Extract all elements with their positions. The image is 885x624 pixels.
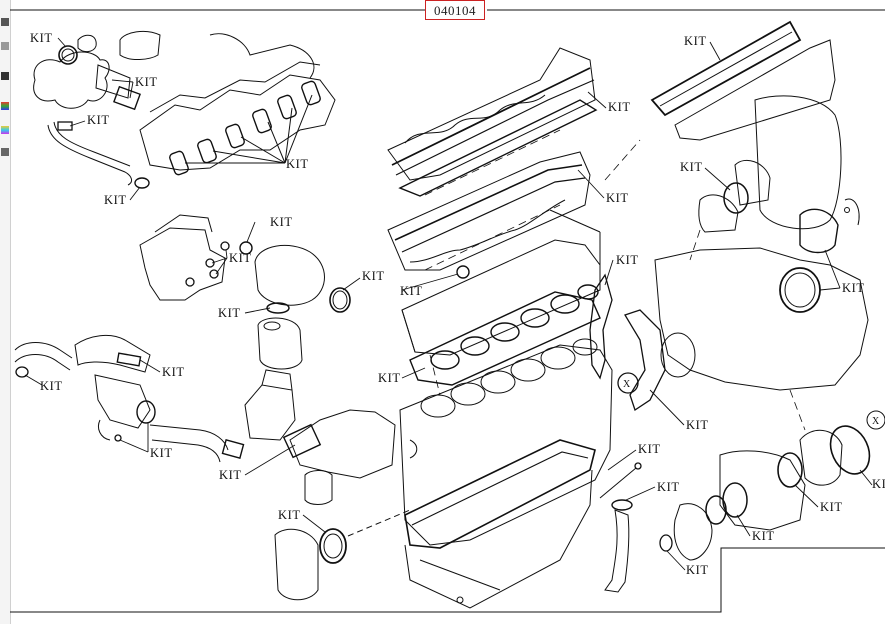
callout-kit: KIT [686, 418, 709, 432]
frame-bottom-line [10, 547, 885, 613]
callout-kit: KIT [162, 365, 185, 379]
egr-pipes [14, 334, 245, 463]
head-gasket [409, 284, 601, 386]
phantom-lines [424, 129, 806, 431]
egr-valve [244, 369, 396, 505]
turbo-housing [33, 30, 161, 111]
callout-kit: KIT [40, 379, 63, 393]
o-ring [329, 287, 351, 313]
turbo-gasket-ring [58, 45, 78, 65]
reference-marker [617, 372, 639, 394]
exhaust-manifold [139, 33, 336, 176]
rocker-gasket-right [650, 20, 802, 117]
flange-gasket [113, 85, 141, 111]
callout-kit: KIT [820, 500, 843, 514]
rocker-cover-lower [387, 151, 591, 279]
callout-kit: KIT [686, 563, 709, 577]
rocker-cover-gasket [391, 67, 591, 166]
toolbar-color-icon[interactable] [1, 126, 9, 134]
callout-kit: KIT [638, 442, 661, 456]
callout-kit: KIT [104, 193, 127, 207]
callout-kit: KIT [657, 480, 680, 494]
callout-kit: KIT [378, 371, 401, 385]
rocker-cover-upper [387, 47, 598, 197]
toolbar-tool-icon[interactable] [1, 72, 9, 80]
callout-kit: KIT [270, 215, 293, 229]
toolbar-color-icon[interactable] [1, 102, 9, 110]
front-cover-lower [659, 410, 885, 561]
turbo-oil-pipe [47, 121, 150, 189]
callout-kit: KIT [286, 157, 309, 171]
marker-x: X [872, 416, 880, 427]
manifold-gaskets [169, 80, 321, 176]
callout-kit: KIT [87, 113, 110, 127]
callout-kit: KIT [616, 253, 639, 267]
callout-kit: KIT [684, 34, 707, 48]
toolbar-tool-icon[interactable] [1, 148, 9, 156]
callout-kit: KIT [229, 251, 252, 265]
callout-kit: KIT [362, 269, 385, 283]
drawing-number-label: 040104 [425, 0, 485, 20]
callout-kit: KIT [135, 75, 158, 89]
callout-kit: KIT [606, 191, 629, 205]
callout-kit: KIT [30, 31, 53, 45]
callout-kit: KIT [608, 100, 631, 114]
engine-block [399, 338, 613, 546]
callout-kit: KIT [752, 529, 775, 543]
cylinder-head [401, 209, 601, 356]
oil-pan [404, 439, 596, 609]
flywheel-housing [654, 247, 869, 391]
callout-kit: KIT [842, 281, 865, 295]
front-housing-right [698, 95, 860, 254]
callout-kit: KIT [150, 446, 173, 460]
rear-crank-seal [779, 267, 821, 313]
marker-x: X [623, 379, 631, 390]
callout-kit: KIT [400, 284, 423, 298]
callout-kit: KIT [278, 508, 301, 522]
callout-kit: KIT [219, 468, 242, 482]
valve-cover-right [650, 20, 836, 141]
intake-housing [139, 214, 253, 301]
callout-kit: KIT [872, 477, 885, 491]
reference-marker [866, 410, 885, 430]
left-toolbar [0, 0, 11, 624]
callout-kit: KIT [218, 306, 241, 320]
toolbar-tool-icon[interactable] [1, 18, 9, 26]
timing-gasket-left [589, 273, 666, 412]
callout-kit: KIT [680, 160, 703, 174]
thermostat-housing [254, 244, 351, 370]
callout-labels: KIT KIT KIT KIT KIT KIT KIT KIT KIT KIT … [30, 31, 885, 577]
leader-lines [24, 37, 873, 571]
dipstick-tube [599, 462, 642, 593]
rear-seal-lower [274, 509, 411, 601]
toolbar-tool-icon[interactable] [1, 42, 9, 50]
